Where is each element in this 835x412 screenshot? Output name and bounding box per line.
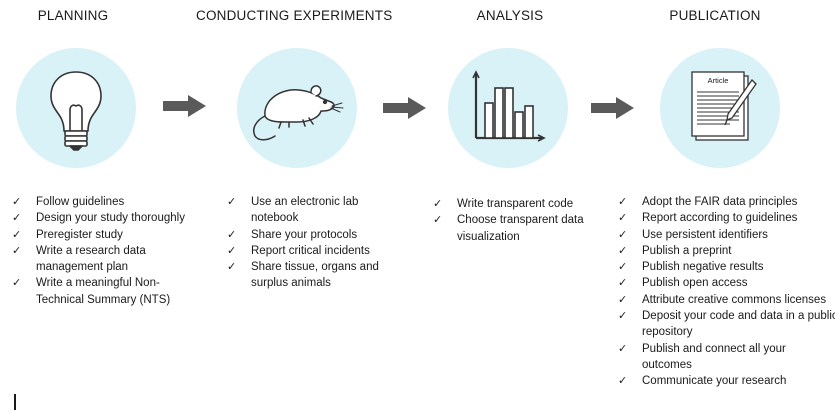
text-cursor [14,394,16,410]
mouse-icon [253,85,344,141]
list-item: ✓Publish negative results [618,259,833,275]
stage-title-conducting-experiments: CONDUCTING EXPERIMENTS [196,8,393,23]
list-item: ✓Report according to guidelines [618,210,833,226]
list-item: ✓Follow guidelines [12,194,207,210]
analysis-list: ✓Write transparent code ✓Choose transpar… [433,196,603,245]
list-item: ✓Design your study thoroughly [12,210,207,226]
checkmark-icon: ✓ [433,213,443,227]
publication-list: ✓Adopt the FAIR data principles ✓Report … [618,194,835,390]
list-item: ✓Report critical incidents [227,243,397,259]
arrow-right-icon [383,97,426,119]
checkmark-icon: ✓ [618,195,628,208]
checkmark-icon: ✓ [12,211,22,225]
list-item: ✓Use persistent identifiers [618,227,833,243]
list-item: ✓Write a research data management plan [12,243,146,274]
list-item: ✓Publish a preprint [618,243,833,259]
planning-circle [16,48,136,168]
list-item: ✓Write a meaningful Non-Technical Summar… [12,276,171,306]
checkmark-icon: ✓ [227,195,237,208]
checkmark-icon: ✓ [12,243,22,257]
planning-list: ✓Follow guidelines ✓Design your study th… [12,194,207,308]
arrow-right-icon [591,97,634,119]
checkmark-icon: ✓ [618,227,628,241]
checkmark-icon: ✓ [618,292,628,306]
checkmark-icon: ✓ [618,211,628,225]
list-item: ✓Choose transparent data visualization [433,213,584,243]
checkmark-icon: ✓ [227,227,237,241]
list-item: ✓Use an electronic lab notebook [227,195,359,225]
checkmark-icon: ✓ [227,243,237,257]
list-item: ✓Communicate your research [618,373,833,389]
checkmark-icon: ✓ [12,195,22,208]
stage-title-planning: PLANNING [37,8,109,23]
checkmark-icon: ✓ [12,276,22,290]
checkmark-icon: ✓ [618,309,628,323]
conducting-circle [237,48,357,168]
checkmark-icon: ✓ [12,227,22,241]
list-item: ✓Attribute creative commons licenses [618,292,827,308]
bar-chart-icon [472,70,546,142]
list-item: ✓Preregister study [12,227,207,243]
arrow-right-icon [163,95,206,117]
list-item: ✓Write transparent code [433,196,603,212]
list-item: ✓Adopt the FAIR data principles [618,194,833,210]
checkmark-icon: ✓ [618,243,628,257]
analysis-circle [448,48,568,168]
stage-title-publication: PUBLICATION [669,8,761,23]
list-item: ✓Deposit your code and data in a public … [618,309,835,339]
checkmark-icon: ✓ [227,260,237,274]
checkmark-icon: ✓ [618,276,628,290]
list-item: ✓Share tissue, organs and surplus animal… [227,260,379,290]
checkmark-icon: ✓ [618,374,628,388]
article-label: Article [707,76,729,85]
lightbulb-icon [50,71,102,151]
checkmark-icon: ✓ [433,197,443,210]
conducting-list: ✓Use an electronic lab notebook ✓Share y… [227,194,397,292]
article-icon [691,71,757,141]
list-item: ✓Publish open access [618,275,833,291]
checkmark-icon: ✓ [618,260,628,274]
stage-title-analysis: ANALYSIS [476,8,544,23]
checkmark-icon: ✓ [618,341,628,355]
list-item: ✓Share your protocols [227,227,397,243]
list-item: ✓Publish and connect all your outcomes [618,341,786,371]
publication-circle: Article [660,48,780,168]
